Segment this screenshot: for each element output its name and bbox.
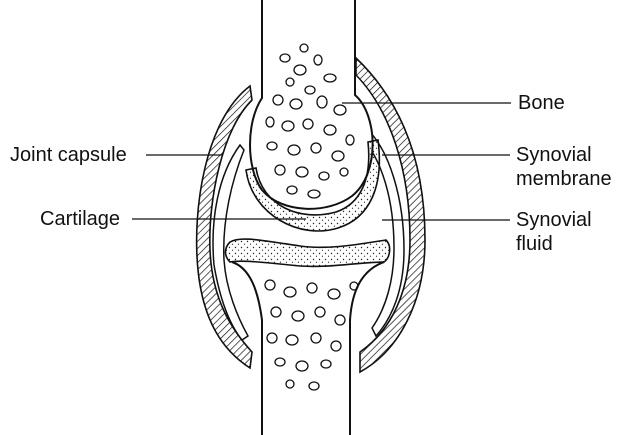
lower-bone-spongy-texture <box>265 280 358 390</box>
label-cartilage: Cartilage <box>40 207 120 231</box>
lower-cartilage <box>226 239 390 266</box>
label-synovial-membrane-line1: Synovial <box>516 143 619 167</box>
lower-bone <box>232 262 384 435</box>
label-synovial-fluid-line2: fluid <box>516 232 619 256</box>
joint-capsule-right <box>356 58 425 372</box>
label-synovial-fluid-line1: Synovial <box>516 208 619 232</box>
label-synovial-membrane: Synovial membrane <box>516 143 619 191</box>
label-bone: Bone <box>518 91 565 115</box>
label-synovial-membrane-line2: membrane <box>516 167 619 191</box>
label-synovial-fluid: Synovial fluid <box>516 208 619 256</box>
label-joint-capsule: Joint capsule <box>10 143 127 167</box>
upper-bone <box>250 0 373 209</box>
